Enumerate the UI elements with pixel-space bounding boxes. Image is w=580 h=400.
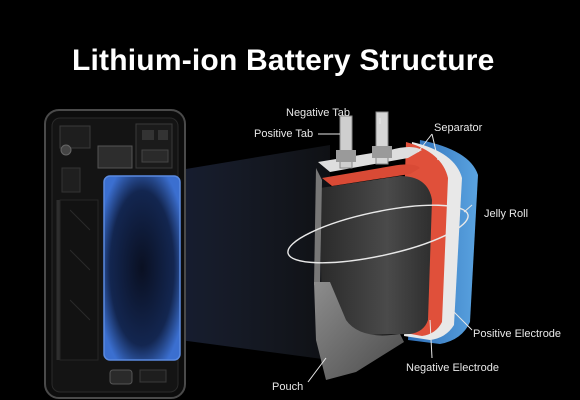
battery-cell (314, 111, 478, 380)
leader-lines (307, 118, 473, 383)
label-positive-tab: Positive Tab (254, 128, 314, 140)
label-positive-electrode: Positive Electrode (473, 328, 562, 340)
label-negative-electrode: Negative Electrode (406, 362, 499, 374)
phone-teardown (44, 109, 186, 399)
jelly-roll-core (320, 176, 432, 336)
label-separator: Separator (434, 122, 483, 134)
label-pouch: Pouch (272, 381, 304, 393)
diagram-title: Lithium-ion Battery Structure (72, 44, 495, 77)
pouch-shell (314, 282, 404, 380)
jelly-roll-outline (287, 204, 469, 264)
label-jelly-roll: Jelly Roll (484, 208, 529, 220)
label-negative-tab: Negative Tab (286, 107, 351, 119)
projection-beam (180, 145, 330, 360)
